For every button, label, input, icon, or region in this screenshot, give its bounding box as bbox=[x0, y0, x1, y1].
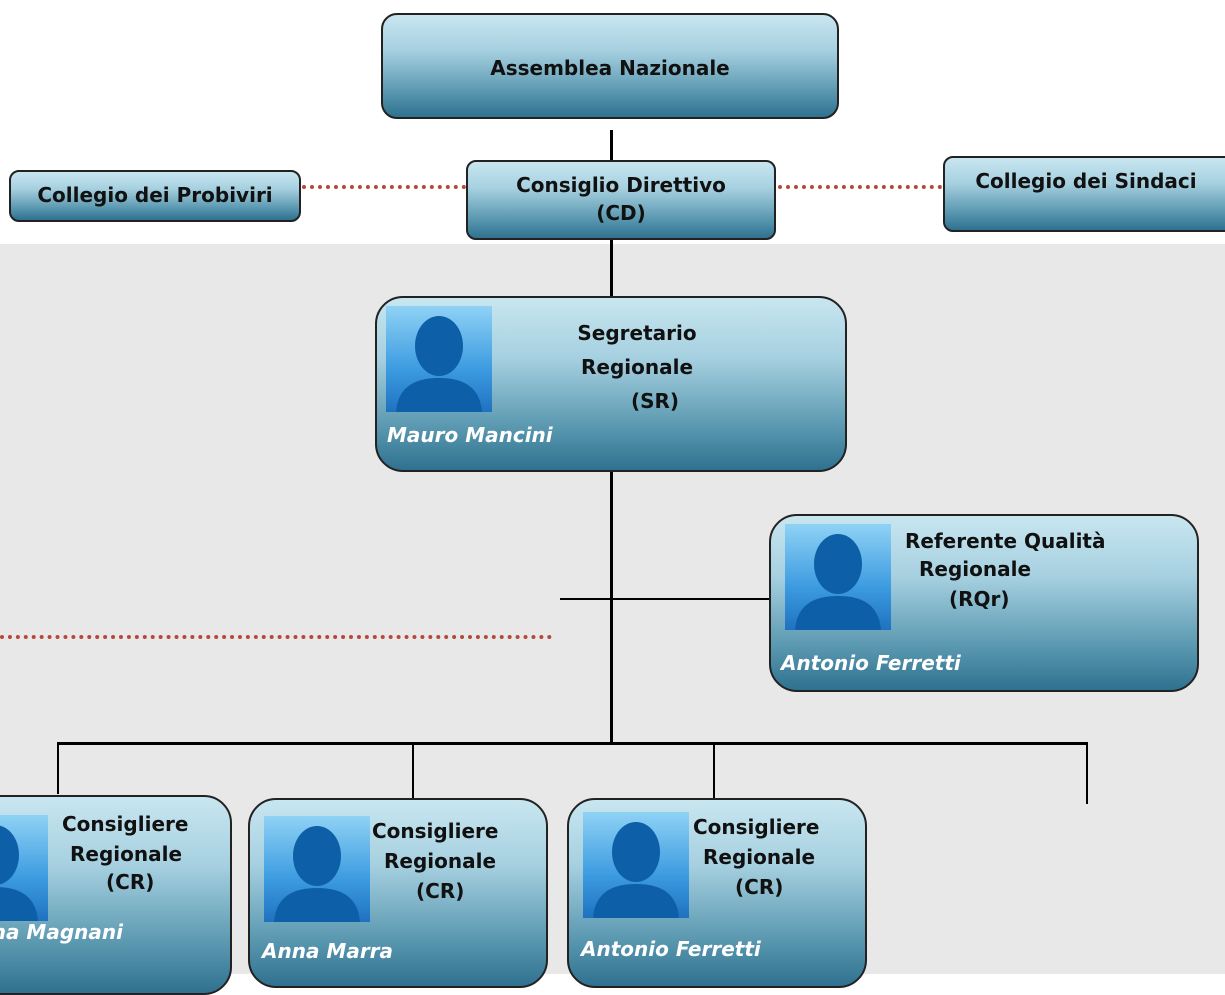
box-title: Assemblea Nazionale bbox=[490, 56, 730, 80]
person-name: Antonio Ferretti bbox=[781, 651, 961, 675]
box-assemblea-nazionale[interactable]: Assemblea Nazionale bbox=[381, 13, 839, 119]
dotted-link-probiviri bbox=[302, 185, 466, 189]
box-title-line1: Segretario bbox=[577, 321, 697, 345]
connector-sr-trunk bbox=[610, 470, 613, 742]
box-consiglio-direttivo[interactable]: Consiglio Direttivo (CD) bbox=[466, 160, 776, 240]
person-name: Anna Magnani bbox=[0, 920, 123, 944]
box-title-line2: Regionale bbox=[580, 355, 694, 379]
box-title-line2: Regionale bbox=[919, 557, 1032, 581]
person-silhouette-icon bbox=[386, 306, 492, 412]
box-title-line2: Regionale bbox=[703, 845, 816, 869]
dotted-link-sindaci bbox=[778, 185, 942, 189]
connector-cr-drop-3 bbox=[713, 742, 715, 800]
box-title-line1: Referente Qualità bbox=[905, 529, 1106, 553]
box-title-line2: (CD) bbox=[596, 201, 646, 225]
box-title-line2: Regionale bbox=[70, 842, 183, 866]
box-segretario-regionale[interactable]: Segretario Regionale (SR) Mauro Mancini bbox=[375, 296, 847, 472]
box-referente-qualita[interactable]: Referente Qualità Regionale (RQr) Antoni… bbox=[769, 514, 1199, 692]
person-silhouette-icon bbox=[0, 815, 48, 921]
box-title-line2: Regionale bbox=[384, 849, 497, 873]
connector-cr-drop-2 bbox=[412, 742, 414, 800]
connector-cr-bar bbox=[58, 742, 1088, 745]
box-consigliere-regionale-1[interactable]: Consigliere Regionale (CR) Anna Magnani bbox=[0, 795, 232, 995]
box-title-line3: (RQr) bbox=[949, 587, 1010, 611]
person-name: Mauro Mancini bbox=[387, 423, 553, 447]
box-title-line3: (CR) bbox=[735, 875, 784, 899]
box-title: Collegio dei Probiviri bbox=[37, 183, 273, 207]
connector-cr-drop-1 bbox=[57, 742, 59, 794]
box-title-line1: Consiglio Direttivo bbox=[516, 173, 726, 197]
box-title-line3: (CR) bbox=[416, 879, 465, 903]
box-title-line1: Consigliere bbox=[693, 815, 820, 839]
connector-cd-to-sr bbox=[610, 236, 613, 298]
box-consigliere-regionale-3[interactable]: Consigliere Regionale (CR) Antonio Ferre… bbox=[567, 798, 867, 988]
box-title-line3: (CR) bbox=[106, 870, 155, 894]
box-title-line3: (SR) bbox=[630, 389, 680, 413]
box-title-line1: Consigliere bbox=[372, 819, 499, 843]
person-silhouette-icon bbox=[264, 816, 370, 922]
box-consigliere-regionale-2[interactable]: Consigliere Regionale (CR) Anna Marra bbox=[248, 798, 548, 988]
box-collegio-sindaci[interactable]: Collegio dei Sindaci bbox=[943, 156, 1225, 232]
connector-cr-drop-4 bbox=[1086, 742, 1088, 804]
connector-rq-branch bbox=[560, 598, 770, 600]
person-silhouette-icon bbox=[583, 812, 689, 918]
person-name: Anna Marra bbox=[262, 939, 394, 963]
box-title-line1: Consigliere bbox=[62, 812, 189, 836]
dotted-link-left bbox=[0, 635, 552, 639]
person-name: Antonio Ferretti bbox=[581, 937, 761, 961]
box-collegio-probiviri[interactable]: Collegio dei Probiviri bbox=[9, 170, 301, 222]
connector-top-to-cd bbox=[610, 130, 613, 162]
person-silhouette-icon bbox=[785, 524, 891, 630]
box-title: Collegio dei Sindaci bbox=[975, 169, 1197, 193]
